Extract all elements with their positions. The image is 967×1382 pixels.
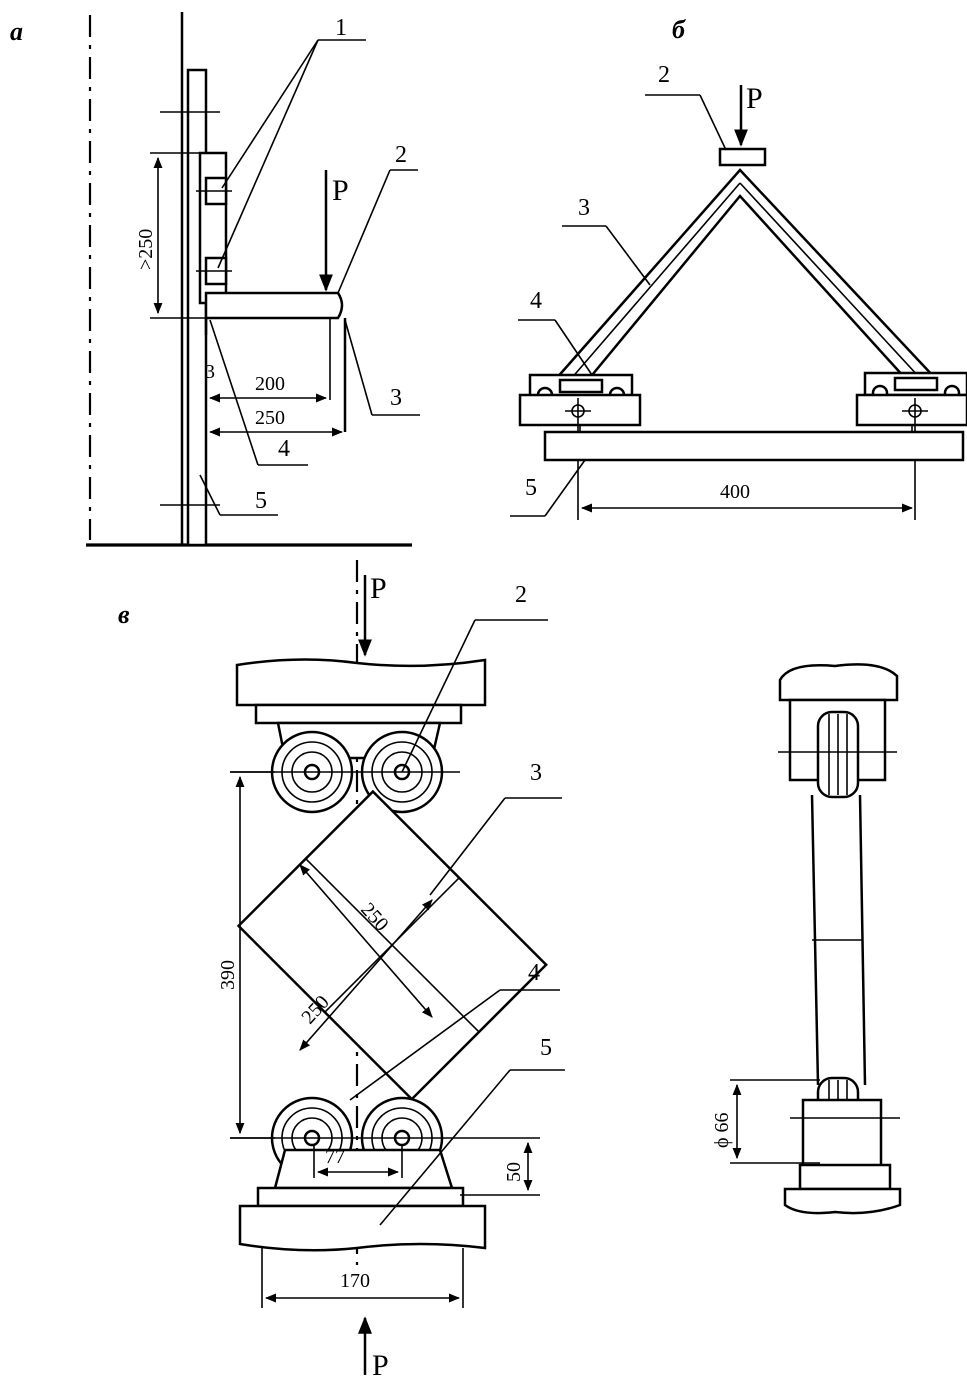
dim-height-label: >250 <box>135 229 157 270</box>
dim-50-label: 50 <box>503 1162 525 1182</box>
force-label: P <box>746 82 763 115</box>
force-top-label: P <box>370 572 387 605</box>
callout-3: 3 <box>578 195 590 221</box>
load-pad <box>718 147 767 167</box>
vertical-plate <box>186 68 208 547</box>
panel-a: а P 1 2 3 <box>10 12 420 547</box>
lower-platen <box>238 1204 487 1252</box>
side-lower-cap <box>783 1187 902 1215</box>
truss-inner <box>587 194 906 381</box>
panel-v-side: ϕ 66 <box>711 663 902 1215</box>
dim-77-label: 77 <box>325 1146 345 1168</box>
callout-3-small: 3 <box>205 361 215 383</box>
callout-5: 5 <box>525 475 537 501</box>
panel-b-letter: б <box>672 15 686 44</box>
dim-170-label: 170 <box>340 1270 370 1292</box>
panel-b: б P 2 3 <box>510 15 967 520</box>
base-block-left <box>518 393 642 427</box>
callout-3: 3 <box>530 760 542 786</box>
force-bottom-label: P <box>372 1349 389 1382</box>
force-label: P <box>332 174 349 207</box>
upper-platen <box>235 658 487 707</box>
dim-400-label: 400 <box>720 481 750 503</box>
dim-200-label: 200 <box>255 373 285 395</box>
dim-250-label: 250 <box>255 407 285 429</box>
dim-250-b <box>299 899 433 1051</box>
callout-4: 4 <box>278 436 290 462</box>
callout-2: 2 <box>515 582 527 608</box>
dim-390-label: 390 <box>217 960 239 990</box>
side-upper-cap <box>778 663 899 702</box>
callout-2: 2 <box>395 142 407 168</box>
panel-v-letter: в <box>118 600 130 629</box>
loaded-beam <box>204 291 344 320</box>
dim-phi66-label: ϕ 66 <box>711 1112 733 1148</box>
callout-3-right: 3 <box>390 385 402 411</box>
callout-5: 5 <box>540 1035 552 1061</box>
panel-a-letter: а <box>10 17 23 46</box>
callout-5: 5 <box>255 488 267 514</box>
callout-4: 4 <box>528 960 540 986</box>
panel-v: в P <box>118 560 565 1382</box>
truss-outer <box>554 168 936 381</box>
callout-2: 2 <box>658 62 670 88</box>
callout-1: 1 <box>335 15 347 41</box>
callout-4: 4 <box>530 288 542 314</box>
base-block-right <box>855 393 967 427</box>
base-beam <box>543 430 965 462</box>
